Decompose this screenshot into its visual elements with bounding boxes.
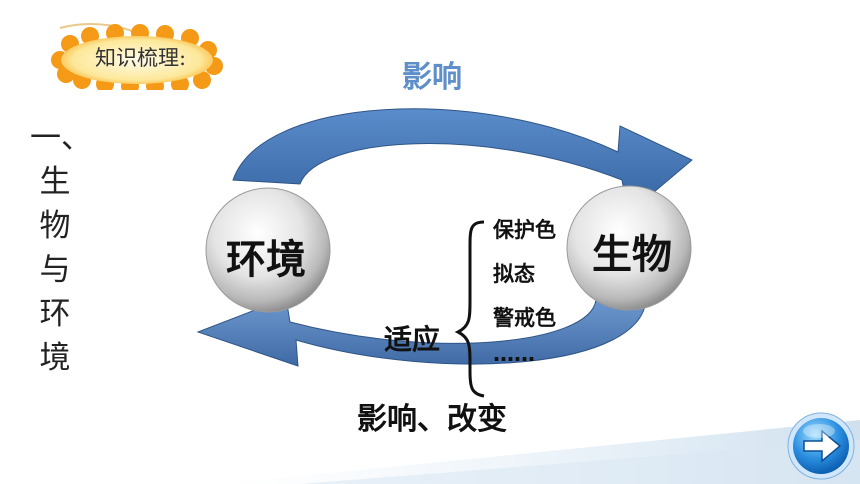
organism-label: 生物 bbox=[592, 232, 672, 278]
bottom-arrow bbox=[196, 295, 647, 367]
top-arrow bbox=[232, 108, 693, 215]
environment-sphere bbox=[205, 187, 331, 313]
section-heading: 知识梳理: bbox=[95, 46, 187, 70]
example-item: …… bbox=[493, 342, 535, 366]
title-char: 与 bbox=[39, 252, 71, 288]
organism-sphere bbox=[566, 185, 692, 311]
environment-label: 环境 bbox=[226, 237, 306, 283]
bottom-arrow-label: 影响、改变 bbox=[357, 402, 507, 437]
example-item: 警戒色 bbox=[493, 306, 556, 330]
next-slide-button[interactable] bbox=[786, 411, 856, 481]
example-item: 拟态 bbox=[493, 262, 535, 286]
title-badge-icon bbox=[51, 23, 223, 90]
curly-brace bbox=[454, 220, 485, 398]
top-arrow-label: 影响 bbox=[402, 60, 462, 95]
example-item: 保护色 bbox=[493, 218, 556, 242]
adaptation-label: 适应 bbox=[384, 323, 441, 356]
title-char: 物 bbox=[39, 208, 71, 244]
title-char: 生 bbox=[39, 164, 71, 200]
vertical-topic-title: 一、 生 物 与 环 境 bbox=[30, 116, 92, 380]
title-char: 环 bbox=[39, 296, 71, 332]
title-char: 境 bbox=[39, 340, 71, 376]
right-arrow-icon bbox=[803, 429, 842, 463]
